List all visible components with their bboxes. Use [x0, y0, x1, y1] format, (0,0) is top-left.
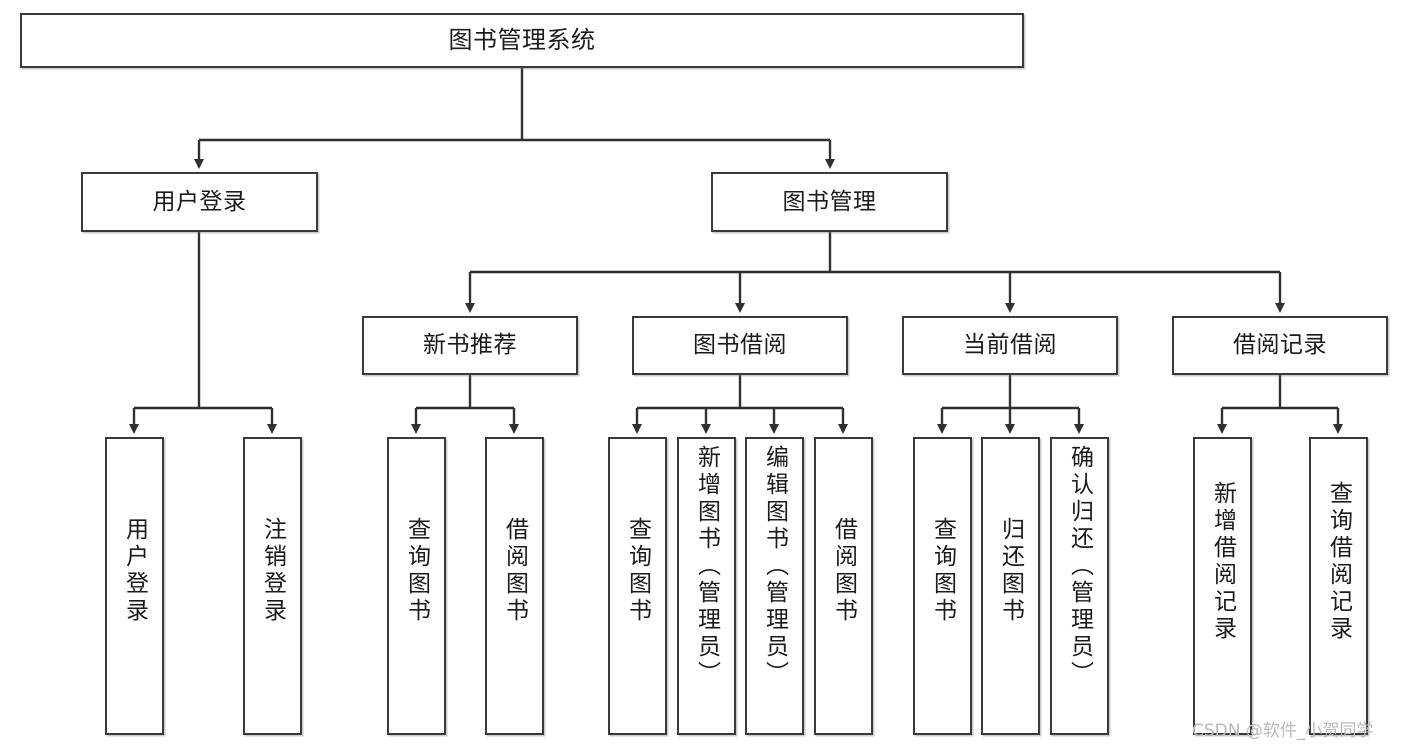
leaf-query-record-label: 查询借阅记录: [1325, 481, 1352, 643]
leaf-borrow-book-1-label: 借阅图书: [501, 517, 528, 625]
leaf-borrow-book-1[interactable]: 借阅图书: [485, 437, 544, 735]
leaf-user-login-label: 用户登录: [121, 517, 148, 625]
node-root-label: 图书管理系统: [448, 25, 596, 54]
leaf-confirm-return[interactable]: 确认归还（管理员）: [1050, 437, 1109, 735]
leaf-query-book-3[interactable]: 查询图书: [913, 437, 972, 735]
leaf-borrow-book-2-label: 借阅图书: [830, 517, 857, 625]
leaf-add-record[interactable]: 新增借阅记录: [1193, 437, 1252, 735]
node-book-borrow-label: 图书借阅: [693, 332, 787, 359]
node-current-borrow-label: 当前借阅: [963, 332, 1057, 359]
leaf-add-book-label: 新增图书（管理员）: [693, 445, 720, 688]
leaf-add-book[interactable]: 新增图书（管理员）: [677, 437, 736, 735]
leaf-query-book-2[interactable]: 查询图书: [608, 437, 667, 735]
leaf-return-book[interactable]: 归还图书: [981, 437, 1040, 735]
leaf-edit-book-label: 编辑图书（管理员）: [761, 445, 788, 688]
leaf-query-book-1-label: 查询图书: [403, 517, 430, 625]
leaf-borrow-book-2[interactable]: 借阅图书: [814, 437, 873, 735]
node-borrow-record-label: 借阅记录: [1233, 332, 1327, 359]
leaf-query-record[interactable]: 查询借阅记录: [1309, 437, 1368, 735]
leaf-logout[interactable]: 注销登录: [243, 437, 302, 735]
node-book-management[interactable]: 图书管理: [711, 172, 948, 232]
node-current-borrow[interactable]: 当前借阅: [902, 316, 1118, 375]
node-borrow-record[interactable]: 借阅记录: [1172, 316, 1388, 375]
leaf-query-book-1[interactable]: 查询图书: [387, 437, 446, 735]
leaf-query-book-3-label: 查询图书: [929, 517, 956, 625]
leaf-query-book-2-label: 查询图书: [624, 517, 651, 625]
node-root[interactable]: 图书管理系统: [20, 13, 1024, 68]
leaf-edit-book[interactable]: 编辑图书（管理员）: [745, 437, 804, 735]
node-user-login-label: 用户登录: [152, 188, 247, 215]
leaf-return-book-label: 归还图书: [997, 517, 1024, 625]
leaf-confirm-return-label: 确认归还（管理员）: [1066, 445, 1093, 688]
node-book-borrow[interactable]: 图书借阅: [632, 316, 848, 375]
node-new-book-recommend-label: 新书推荐: [423, 332, 517, 359]
leaf-logout-label: 注销登录: [259, 517, 286, 625]
node-new-book-recommend[interactable]: 新书推荐: [362, 316, 578, 375]
node-book-management-label: 图书管理: [782, 188, 877, 215]
leaf-user-login[interactable]: 用户登录: [105, 437, 164, 735]
node-user-login[interactable]: 用户登录: [81, 172, 318, 232]
watermark-text: CSDN @软件_小贺同学: [1192, 721, 1374, 741]
leaf-add-record-label: 新增借阅记录: [1209, 481, 1236, 643]
